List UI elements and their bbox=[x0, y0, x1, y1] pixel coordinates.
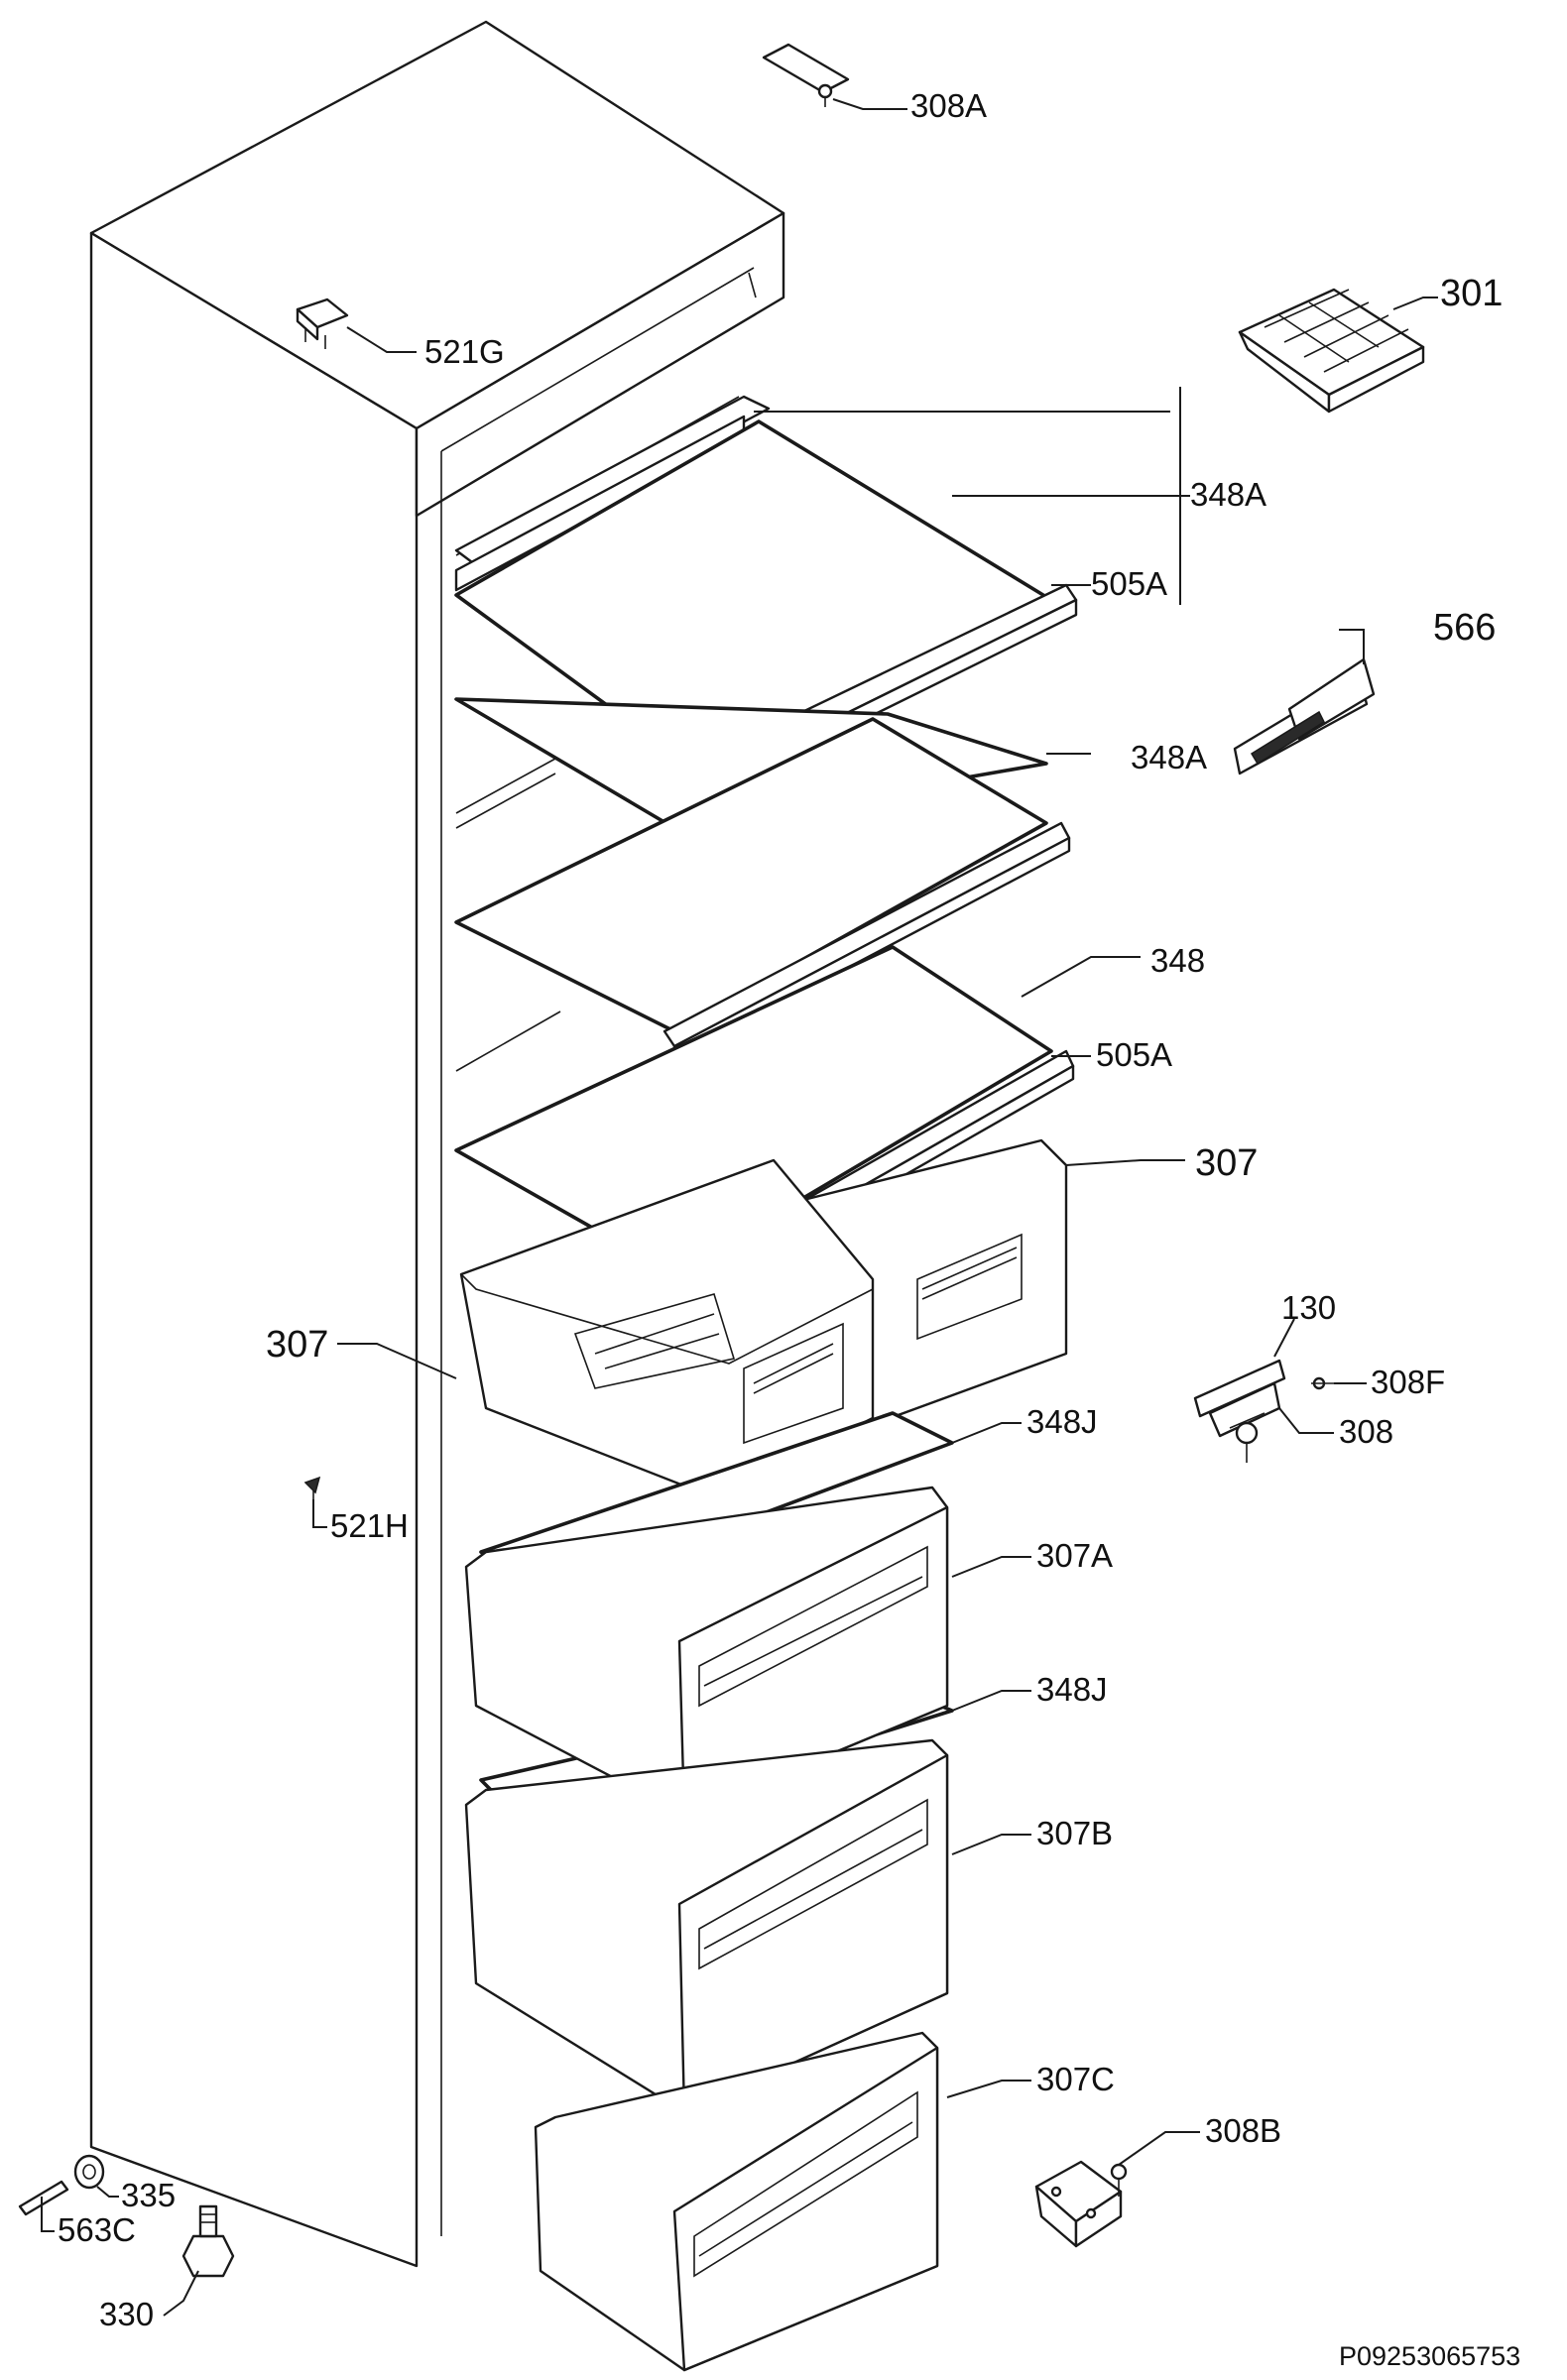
label-307-left: 307 bbox=[266, 1324, 328, 1366]
foot-bushing-335 bbox=[73, 2154, 105, 2190]
part-labels: 308A 521G 301 348A 505A 566 348A 348 505… bbox=[58, 87, 1520, 2371]
label-348J-lower: 348J bbox=[1036, 1671, 1108, 1708]
leader-lines bbox=[41, 98, 1438, 2317]
drawer-307A bbox=[464, 1486, 949, 1817]
ice-scoop-566 bbox=[1233, 657, 1376, 775]
label-308: 308 bbox=[1339, 1413, 1393, 1450]
shelf-rail bbox=[454, 395, 771, 592]
label-348A-top: 348A bbox=[1190, 476, 1266, 513]
pin-563C bbox=[18, 2180, 69, 2216]
hinge-308B bbox=[1034, 2160, 1128, 2248]
label-307A: 307A bbox=[1036, 1537, 1113, 1574]
label-308A: 308A bbox=[910, 87, 987, 124]
label-348J-upper: 348J bbox=[1026, 1403, 1098, 1440]
part-521G bbox=[296, 298, 349, 349]
hinge-assembly-130-308 bbox=[1193, 1359, 1286, 1463]
glass-shelf-2 bbox=[454, 697, 1048, 830]
ice-tray-301 bbox=[1238, 288, 1425, 414]
label-566: 566 bbox=[1433, 607, 1496, 649]
label-335: 335 bbox=[121, 2177, 176, 2213]
foot-330 bbox=[181, 2204, 235, 2278]
label-330: 330 bbox=[99, 2296, 154, 2332]
label-505A-top: 505A bbox=[1091, 565, 1167, 602]
drawing-number: P09253065753 bbox=[1339, 2341, 1520, 2371]
drawer-307B bbox=[464, 1738, 949, 2114]
label-307-right: 307 bbox=[1195, 1142, 1258, 1184]
label-348: 348 bbox=[1150, 942, 1205, 979]
label-521G: 521G bbox=[424, 333, 505, 370]
label-307C: 307C bbox=[1036, 2061, 1115, 2097]
label-307B: 307B bbox=[1036, 1815, 1113, 1851]
label-348A-mid: 348A bbox=[1131, 739, 1207, 775]
label-521H: 521H bbox=[330, 1507, 409, 1544]
drawer-307C bbox=[534, 2031, 939, 2372]
part-521H bbox=[303, 1476, 321, 1499]
label-308F: 308F bbox=[1371, 1364, 1445, 1400]
pin-308F bbox=[1311, 1376, 1334, 1390]
label-130: 130 bbox=[1281, 1289, 1336, 1326]
label-505A-low: 505A bbox=[1096, 1036, 1172, 1073]
label-301: 301 bbox=[1440, 273, 1503, 314]
label-563C: 563C bbox=[58, 2211, 136, 2248]
hinge-308A bbox=[762, 43, 850, 107]
label-308B: 308B bbox=[1205, 2112, 1281, 2149]
